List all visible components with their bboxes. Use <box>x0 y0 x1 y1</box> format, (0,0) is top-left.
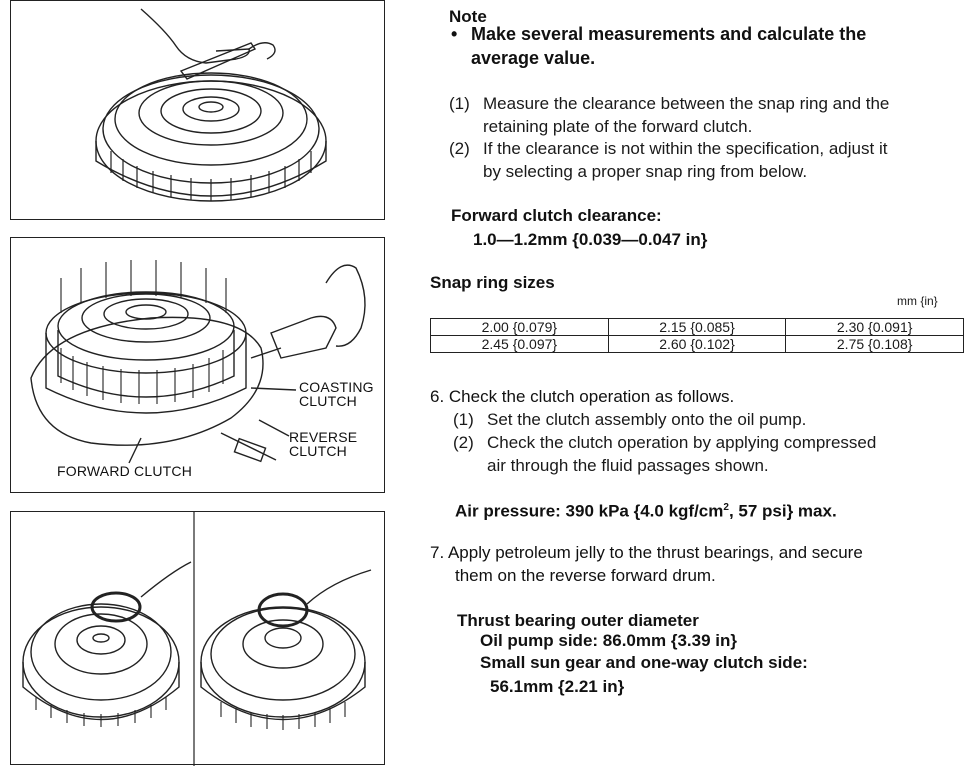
callout-forward-clutch: FORWARD CLUTCH <box>57 463 193 479</box>
snap-ring-unit: mm {in} <box>897 294 938 308</box>
note-bullet: • Make several measurements and calculate… <box>451 22 966 70</box>
step7-line2: them on the reverse forward drum. <box>455 566 716 585</box>
table-cell: 2.60 {0.102} <box>607 335 787 353</box>
callout-line: REVERSE <box>289 429 358 445</box>
step-body: Check the clutch operation by applying c… <box>487 431 876 477</box>
step-number: (1) <box>453 410 474 429</box>
air-pressure-spec: Air pressure: 390 kPa {4.0 kgf/cm2, 57 p… <box>455 497 837 523</box>
clutch-assembly-illustration <box>30 260 366 464</box>
step-line: air through the fluid passages shown. <box>487 456 769 475</box>
table-row: 2.45 {0.097} 2.60 {0.102} 2.75 {0.108} <box>430 335 964 353</box>
step-adjust-snap-ring: (2) If the clearance is not within the s… <box>449 137 969 183</box>
thrust-bearing-illustration <box>22 512 372 766</box>
air-pressure-prefix: Air pressure: 390 kPa {4.0 kgf/cm <box>455 501 724 521</box>
step-body: If the clearance is not within the speci… <box>483 137 887 183</box>
table-cell: 2.00 {0.079} <box>430 318 609 336</box>
step-line: by selecting a proper snap ring from bel… <box>483 162 808 181</box>
callout-line: CLUTCH <box>289 443 347 459</box>
clutch-drum-illustration <box>95 8 327 202</box>
snap-ring-table: 2.00 {0.079} 2.15 {0.085} 2.30 {0.091} 2… <box>430 318 964 353</box>
figure-clutch-operation-check: COASTING CLUTCH REVERSE CLUTCH FORWARD C… <box>10 237 385 493</box>
bullet-dot: • <box>451 24 458 44</box>
step6-heading: 6. Check the clutch operation as follows… <box>430 387 735 406</box>
table-cell: 2.15 {0.085} <box>607 318 787 336</box>
step6-sub2: (2) Check the clutch operation by applyi… <box>453 431 968 477</box>
table-row: 2.00 {0.079} 2.15 {0.085} 2.30 {0.091} <box>430 318 964 336</box>
step-measure-clearance: (1) Measure the clearance between the sn… <box>449 92 969 138</box>
forward-clearance-value: 1.0—1.2mm {0.039—0.047 in} <box>473 230 708 249</box>
step-line: Measure the clearance between the snap r… <box>483 94 890 113</box>
step-line: Check the clutch operation by applying c… <box>487 433 877 452</box>
table-cell: 2.45 {0.097} <box>430 335 609 353</box>
figure-clearance-measurement <box>10 0 385 220</box>
step-line: retaining plate of the forward clutch. <box>483 117 753 136</box>
note-title: Note <box>449 7 487 26</box>
note-bullet-line: average value. <box>471 48 596 68</box>
step7-line1: 7. Apply petroleum jelly to the thrust b… <box>430 543 863 562</box>
callout-line: COASTING <box>299 379 374 395</box>
step-number: (2) <box>449 139 470 158</box>
step-body: Measure the clearance between the snap r… <box>483 92 889 138</box>
thrust-sun-gear-value: 56.1mm {2.21 in} <box>490 677 625 696</box>
table-cell: 2.75 {0.108} <box>785 335 964 353</box>
callout-reverse-clutch: REVERSE CLUTCH <box>289 430 357 458</box>
thrust-sun-gear-side: Small sun gear and one-way clutch side: <box>480 653 808 672</box>
step-number: (2) <box>453 433 474 452</box>
step6-sub1: (1) Set the clutch assembly onto the oil… <box>453 408 968 432</box>
figure-thrust-bearings <box>10 511 385 766</box>
step-body: Set the clutch assembly onto the oil pum… <box>487 410 807 429</box>
step-line: If the clearance is not within the speci… <box>483 139 888 158</box>
forward-clearance-title: Forward clutch clearance: <box>451 206 662 225</box>
air-pressure-suffix: , 57 psi} max. <box>728 501 837 521</box>
thrust-oil-pump-side: Oil pump side: 86.0mm {3.39 in} <box>480 631 737 650</box>
thrust-title: Thrust bearing outer diameter <box>457 611 699 630</box>
note-bullet-line: Make several measurements and calculate … <box>471 24 867 44</box>
table-cell: 2.30 {0.091} <box>785 318 964 336</box>
callout-coasting-clutch: COASTING CLUTCH <box>299 380 374 408</box>
snap-ring-title: Snap ring sizes <box>430 273 555 292</box>
callout-line: CLUTCH <box>299 393 357 409</box>
step-number: (1) <box>449 94 470 113</box>
air-pressure-superscript: 2 <box>723 502 729 513</box>
